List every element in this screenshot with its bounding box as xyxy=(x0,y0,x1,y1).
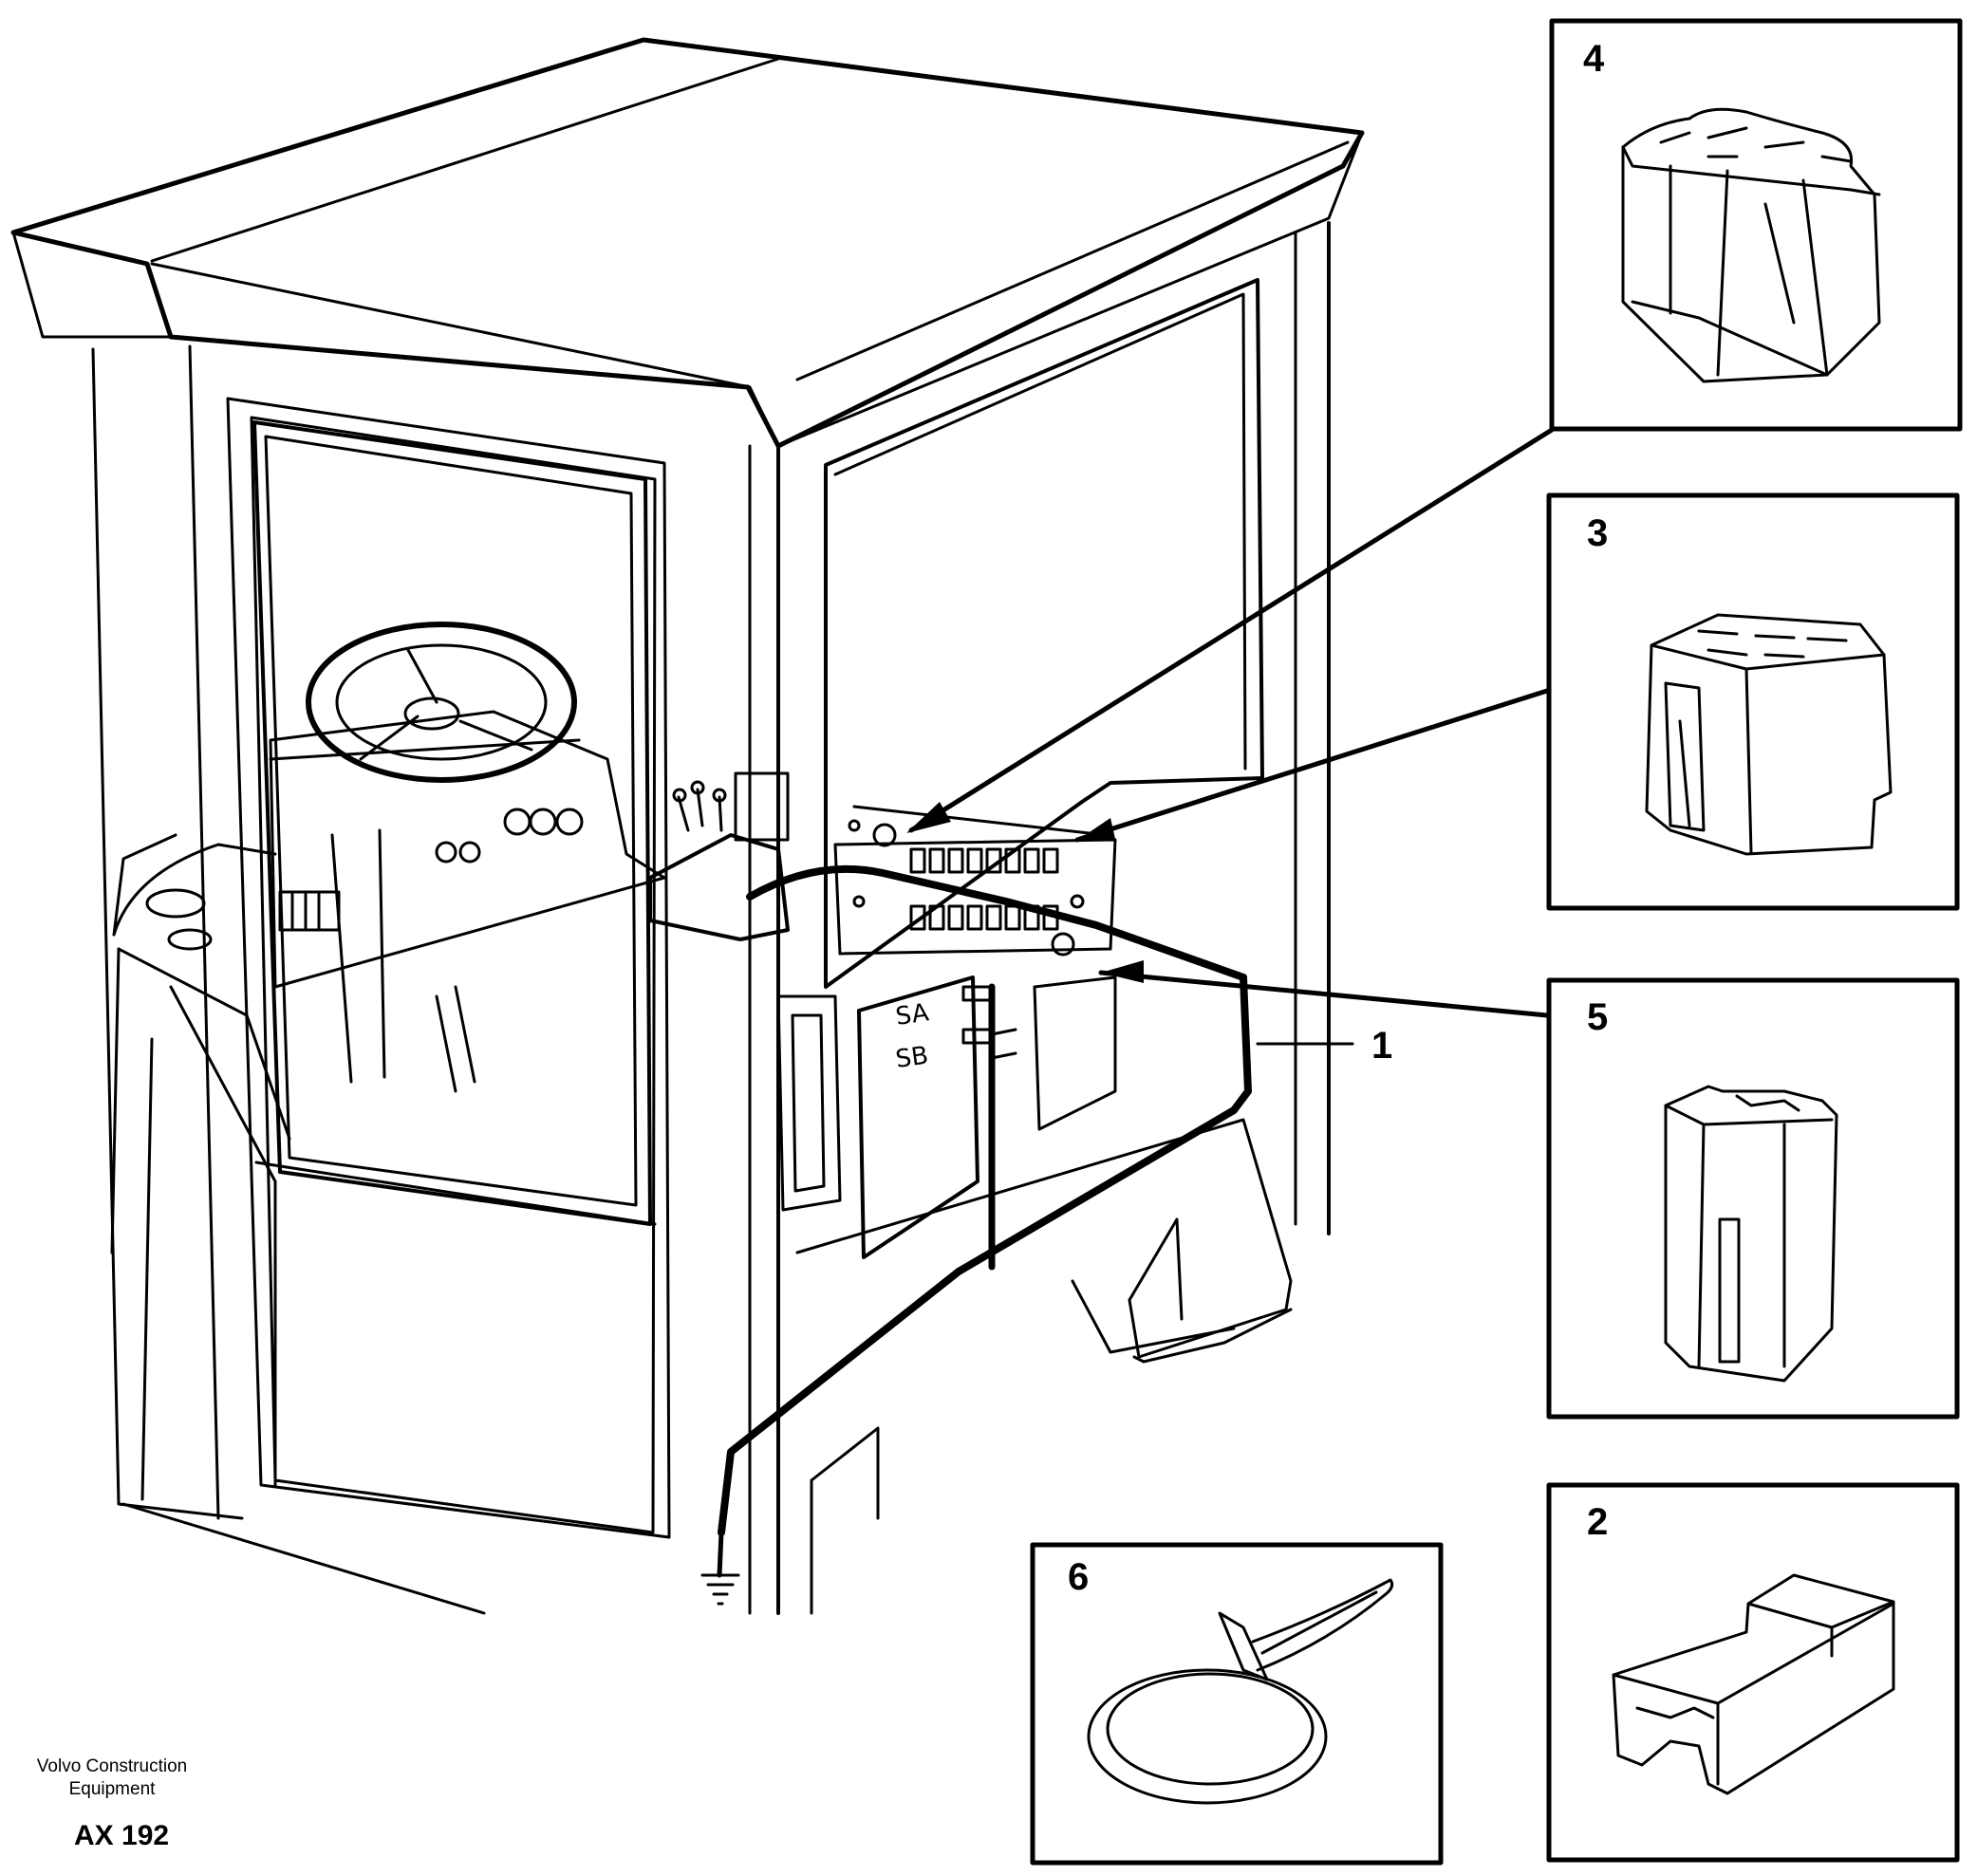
publisher-credit: Volvo Construction Equipment xyxy=(36,1756,188,1799)
box-2-label: 2 xyxy=(1587,1501,1608,1543)
connector-label-sb: SB xyxy=(894,1041,930,1073)
arrow-heads xyxy=(906,802,1144,983)
callout-lines xyxy=(908,427,1555,1046)
dashboard xyxy=(112,622,790,1093)
box-5-label: 5 xyxy=(1587,996,1608,1038)
detail-box-6: 6 xyxy=(1030,1542,1444,1866)
connector-housing-5-icon xyxy=(1664,1085,1838,1383)
fuse-panel xyxy=(776,805,1117,1259)
detail-box-2: 2 xyxy=(1546,1482,1960,1863)
box-6-label: 6 xyxy=(1068,1556,1089,1598)
cable-tie-icon xyxy=(1087,1578,1394,1805)
cab-roof xyxy=(10,37,1365,449)
box-4-label: 4 xyxy=(1583,38,1605,80)
chassis xyxy=(121,1118,1293,1615)
connector-housing-4-icon xyxy=(1621,107,1881,383)
cab-body xyxy=(91,221,1331,1615)
connector-block-3-icon xyxy=(1645,613,1893,856)
detail-box-5: 5 xyxy=(1546,977,1960,1420)
ground-symbol-icon xyxy=(700,1573,740,1606)
relay-slots xyxy=(909,847,1059,931)
detail-box-4: 4 xyxy=(1549,18,1963,432)
wiring-harness xyxy=(717,864,1252,1578)
illustration-code: AX 192 xyxy=(74,1820,170,1851)
box-3-label: 3 xyxy=(1587,512,1608,554)
connector-2-icon xyxy=(1612,1573,1895,1795)
detail-box-3: 3 xyxy=(1546,492,1960,911)
steering-wheel xyxy=(306,622,577,783)
callout-1-label: 1 xyxy=(1371,1025,1392,1067)
connector-label-sa: SA xyxy=(894,998,931,1031)
